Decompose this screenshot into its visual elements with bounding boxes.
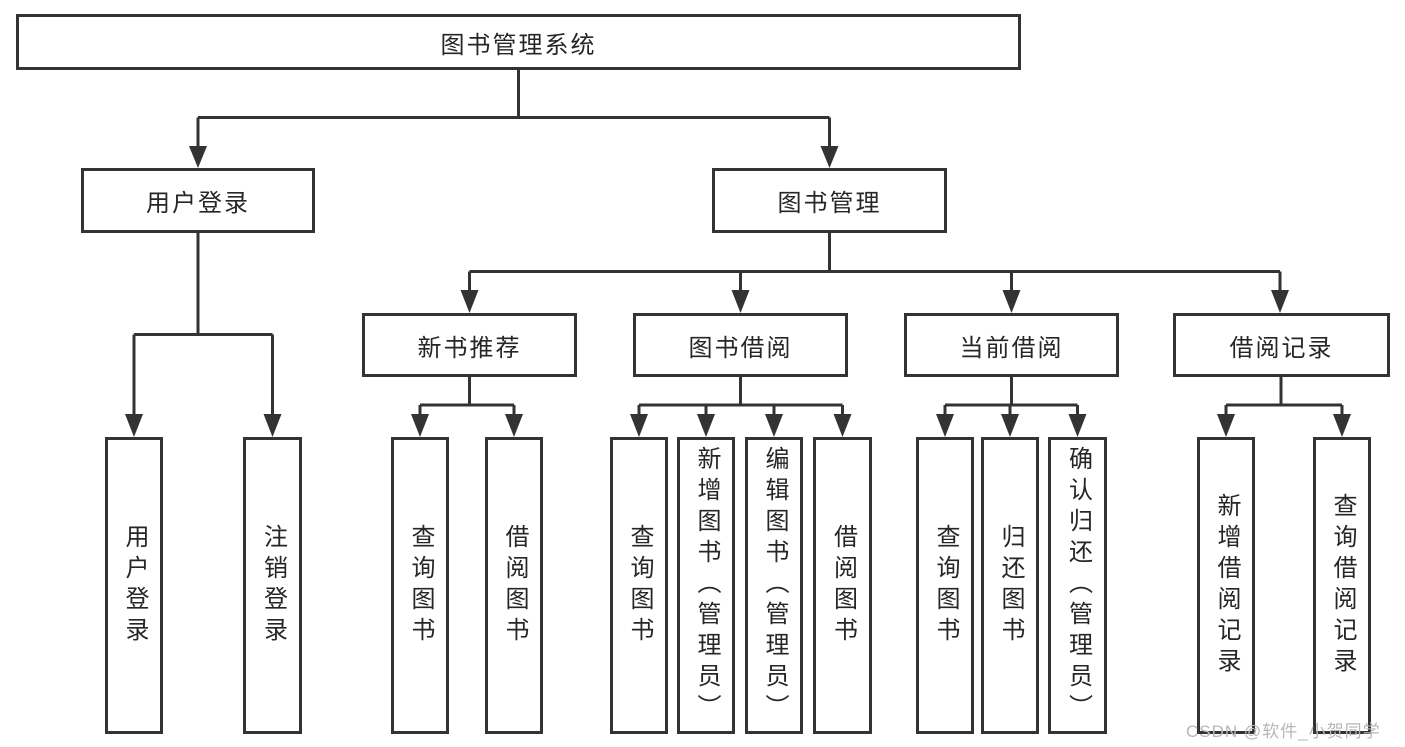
node-label: 查询图书	[407, 523, 434, 648]
node-borrow-books-recommend: 借阅图书	[485, 437, 543, 734]
arrow-down-icon	[630, 414, 648, 437]
arrow-down-icon	[765, 414, 783, 437]
arrow-down-icon	[833, 414, 852, 437]
node-current-borrowing: 当前借阅	[904, 313, 1119, 377]
arrow-down-icon	[411, 414, 429, 437]
arrow-down-icon	[460, 290, 479, 313]
arrow-down-icon	[125, 414, 143, 437]
arrow-down-icon	[1002, 290, 1021, 313]
node-return-book: 归还图书	[981, 437, 1039, 734]
arrow-down-icon	[1068, 414, 1087, 437]
arrow-down-icon	[1333, 414, 1351, 437]
arrow-down-icon	[189, 146, 207, 168]
connector-book-management-children	[460, 233, 1289, 313]
node-new-book-recommendation: 新书推荐	[362, 313, 577, 377]
node-query-books-borrowing: 查询图书	[610, 437, 668, 734]
arrow-down-icon	[731, 290, 750, 313]
node-query-books-recommend: 查询图书	[391, 437, 449, 734]
arrow-down-icon	[505, 414, 523, 437]
node-query-books-current: 查询图书	[916, 437, 974, 734]
node-book-borrowing: 图书借阅	[633, 313, 848, 377]
node-borrow-books-leaf: 借阅图书	[813, 437, 872, 734]
node-query-borrow-record: 查询借阅记录	[1313, 437, 1371, 734]
node-label: 确认归还（管理员）	[1064, 446, 1092, 725]
arrow-down-icon	[1001, 414, 1019, 437]
node-label: 查询图书	[626, 523, 653, 648]
node-borrowing-records: 借阅记录	[1173, 313, 1390, 377]
connector-borrowing-records-children	[1217, 377, 1351, 437]
arrow-down-icon	[697, 414, 715, 437]
node-label: 注销登录	[259, 523, 287, 648]
node-confirm-return-admin: 确认归还（管理员）	[1048, 437, 1107, 734]
arrow-down-icon	[820, 146, 839, 168]
node-label: 借阅图书	[501, 523, 528, 648]
node-edit-book-admin: 编辑图书（管理员）	[745, 437, 803, 734]
arrow-down-icon	[1271, 290, 1289, 313]
node-label: 查询图书	[932, 523, 959, 648]
connector-book-borrowing-children	[630, 377, 852, 437]
node-label: 编辑图书（管理员）	[761, 446, 788, 725]
node-label: 归还图书	[997, 523, 1024, 648]
node-user-login: 用户登录	[81, 168, 315, 233]
connector-root-to-level2	[189, 70, 839, 168]
node-label: 查询借阅记录	[1329, 492, 1356, 679]
node-label: 新增借阅记录	[1213, 492, 1240, 679]
connector-user-login-children	[125, 233, 282, 437]
arrow-down-icon	[936, 414, 954, 437]
node-add-borrow-record: 新增借阅记录	[1197, 437, 1255, 734]
node-book-management: 图书管理	[712, 168, 947, 233]
connector-current-borrowing-children	[936, 377, 1087, 437]
node-logout: 注销登录	[243, 437, 302, 734]
node-user-login-leaf: 用户登录	[105, 437, 163, 734]
node-label: 新增图书（管理员）	[693, 446, 720, 725]
watermark-text: CSDN @软件_小贺同学	[1186, 722, 1381, 741]
node-label: 借阅图书	[829, 523, 857, 648]
arrow-down-icon	[1217, 414, 1235, 437]
node-library-management-system: 图书管理系统	[16, 14, 1021, 70]
node-label: 用户登录	[121, 523, 148, 648]
node-add-book-admin: 新增图书（管理员）	[677, 437, 735, 734]
connector-new-book-children	[411, 377, 523, 437]
arrow-down-icon	[263, 414, 282, 437]
